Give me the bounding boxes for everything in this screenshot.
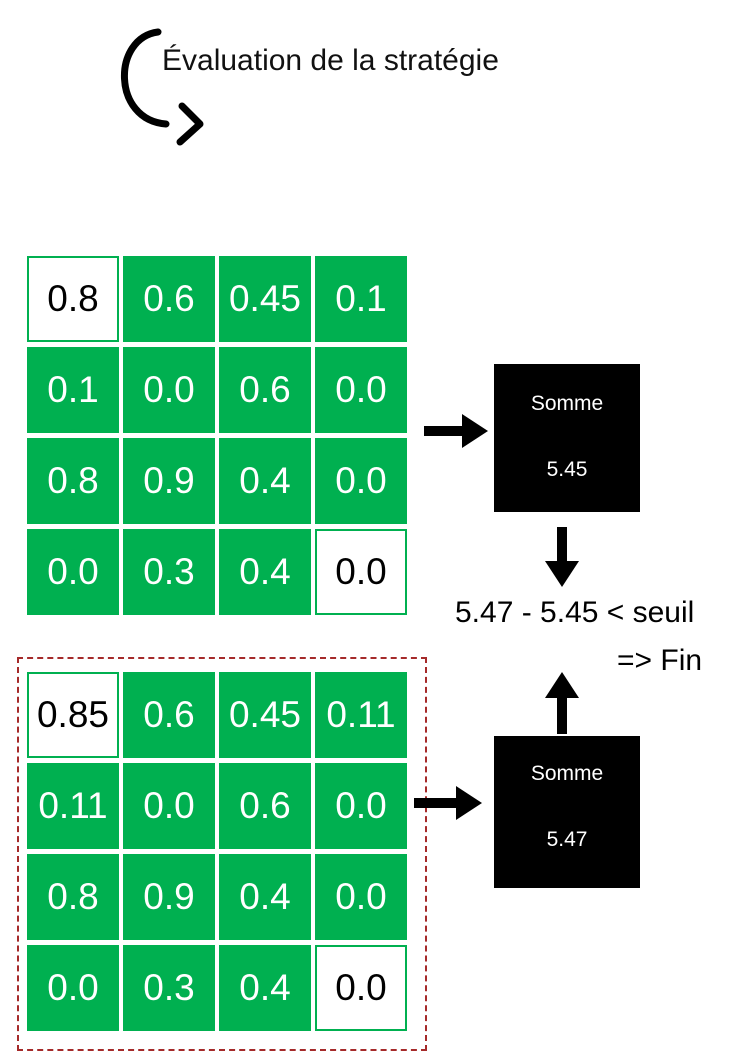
grid-cell: 0.8 — [27, 438, 119, 524]
grid-cell: 0.0 — [123, 347, 215, 433]
arrow-right-icon — [424, 414, 488, 448]
grid-cell: 0.4 — [219, 945, 311, 1031]
grid-cell: 0.4 — [219, 854, 311, 940]
grid-cell: 0.0 — [315, 438, 407, 524]
arrow-right-icon — [414, 786, 482, 820]
sum-box-top: Somme 5.45 — [494, 364, 640, 512]
arrow-down-icon — [545, 527, 579, 587]
grid-cell: 0.0 — [27, 945, 119, 1031]
grid-cell: 0.11 — [315, 672, 407, 758]
arrow-up-icon — [545, 672, 579, 734]
comparison-text: 5.47 - 5.45 < seuil — [455, 596, 695, 629]
grid-cell: 0.8 — [27, 256, 119, 342]
grid-cell: 0.3 — [123, 945, 215, 1031]
sum-label: Somme — [530, 392, 604, 415]
grid-cell: 0.0 — [123, 763, 215, 849]
grid-cell: 0.0 — [315, 347, 407, 433]
grid-cell: 0.4 — [219, 438, 311, 524]
grid-cell: 0.4 — [219, 529, 311, 615]
grid-cell: 0.6 — [123, 672, 215, 758]
grid-cell: 0.0 — [315, 763, 407, 849]
grid-cell: 0.6 — [123, 256, 215, 342]
grid-cell: 0.9 — [123, 438, 215, 524]
diagram-title: Évaluation de la stratégie — [162, 44, 499, 77]
sum-value: 5.45 — [546, 458, 588, 481]
conclusion-text: => Fin — [617, 644, 703, 677]
circular-arrow-icon — [121, 28, 204, 146]
highlight-frame — [17, 657, 427, 1051]
grid-cell: 0.3 — [123, 529, 215, 615]
grid-cell: 0.45 — [219, 672, 311, 758]
grid-cell: 0.9 — [123, 854, 215, 940]
grid-cell: 0.8 — [27, 854, 119, 940]
grid-cell: 0.0 — [315, 945, 407, 1031]
grid-cell: 0.6 — [219, 347, 311, 433]
grid-cell: 0.45 — [219, 256, 311, 342]
grid-cell: 0.85 — [27, 672, 119, 758]
grid-cell: 0.0 — [315, 529, 407, 615]
grid-cell: 0.1 — [27, 347, 119, 433]
sum-value: 5.47 — [546, 828, 588, 851]
grid-cell: 0.0 — [315, 854, 407, 940]
grid-cell: 0.11 — [27, 763, 119, 849]
sum-box-bottom: Somme 5.47 — [494, 736, 640, 888]
sum-label: Somme — [530, 762, 604, 785]
grid-cell: 0.6 — [219, 763, 311, 849]
grid-cell: 0.1 — [315, 256, 407, 342]
grid-cell: 0.0 — [27, 529, 119, 615]
